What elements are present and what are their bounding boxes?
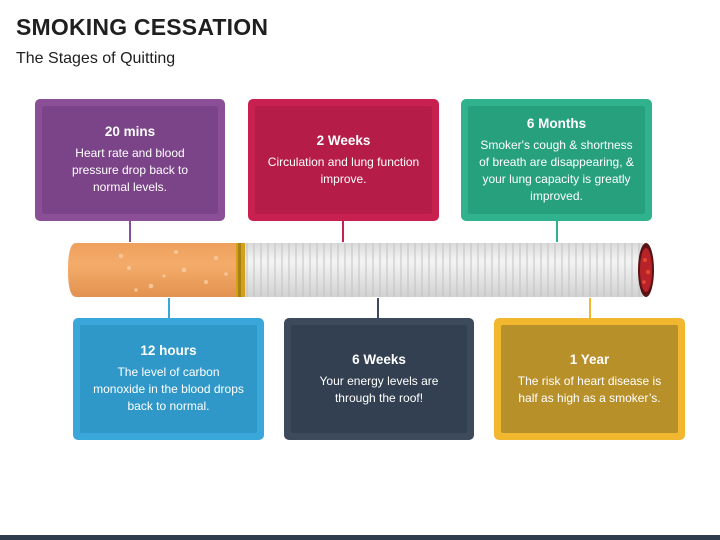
stage-description: Your energy levels are through the roof! xyxy=(319,373,439,405)
connector-line xyxy=(589,298,591,319)
stage-time: 1 Year xyxy=(569,351,610,367)
stage-description: Heart rate and blood pressure drop back … xyxy=(71,146,189,194)
stage-card-6-months: 6 Months Smoker's cough & shortness of b… xyxy=(461,99,652,221)
cigarette-filter xyxy=(68,243,238,297)
stage-time: 6 Weeks xyxy=(352,351,406,367)
stage-time: 12 hours xyxy=(140,343,197,358)
stage-card-inner: 12 hours The level of carbon monoxide in… xyxy=(80,325,257,433)
cigarette-illustration xyxy=(68,243,654,297)
cigarette-ember xyxy=(638,243,654,297)
stage-card-inner: 2 Weeks Circulation and lung function im… xyxy=(255,106,432,214)
connector-line xyxy=(342,221,344,242)
connector-line xyxy=(556,221,558,242)
stage-card-6-weeks: 6 Weeks Your energy levels are through t… xyxy=(284,318,474,440)
stage-card-inner: 20 mins Heart rate and blood pressure dr… xyxy=(42,106,218,214)
stage-card-2-weeks: 2 Weeks Circulation and lung function im… xyxy=(248,99,439,221)
connector-line xyxy=(168,298,170,319)
stage-time: 6 Months xyxy=(526,115,587,131)
stage-time: 20 mins xyxy=(104,124,156,139)
slide-subtitle: The Stages of Quitting xyxy=(16,50,176,67)
stage-card-20-mins: 20 mins Heart rate and blood pressure dr… xyxy=(35,99,225,221)
stage-card-inner: 6 Weeks Your energy levels are through t… xyxy=(291,325,467,433)
connector-line xyxy=(129,221,131,242)
stage-card-inner: 6 Months Smoker's cough & shortness of b… xyxy=(468,106,645,214)
stage-description: Circulation and lung function improve. xyxy=(267,154,420,186)
stage-card-12-hours: 12 hours The level of carbon monoxide in… xyxy=(73,318,264,440)
slide-title: SMOKING CESSATION xyxy=(16,14,269,40)
stage-card-1-year: 1 Year The risk of heart disease is half… xyxy=(494,318,685,440)
stage-card-inner: 1 Year The risk of heart disease is half… xyxy=(501,325,678,433)
stage-description: Smoker's cough & shortness of breath are… xyxy=(479,137,634,203)
cigarette-paper xyxy=(245,243,643,297)
stage-time: 2 Weeks xyxy=(316,132,371,148)
stage-description: The level of carbon monoxide in the bloo… xyxy=(93,365,244,413)
connector-line xyxy=(377,298,379,319)
footer-bar xyxy=(0,535,720,540)
stage-description: The risk of heart disease is half as hig… xyxy=(517,373,662,405)
